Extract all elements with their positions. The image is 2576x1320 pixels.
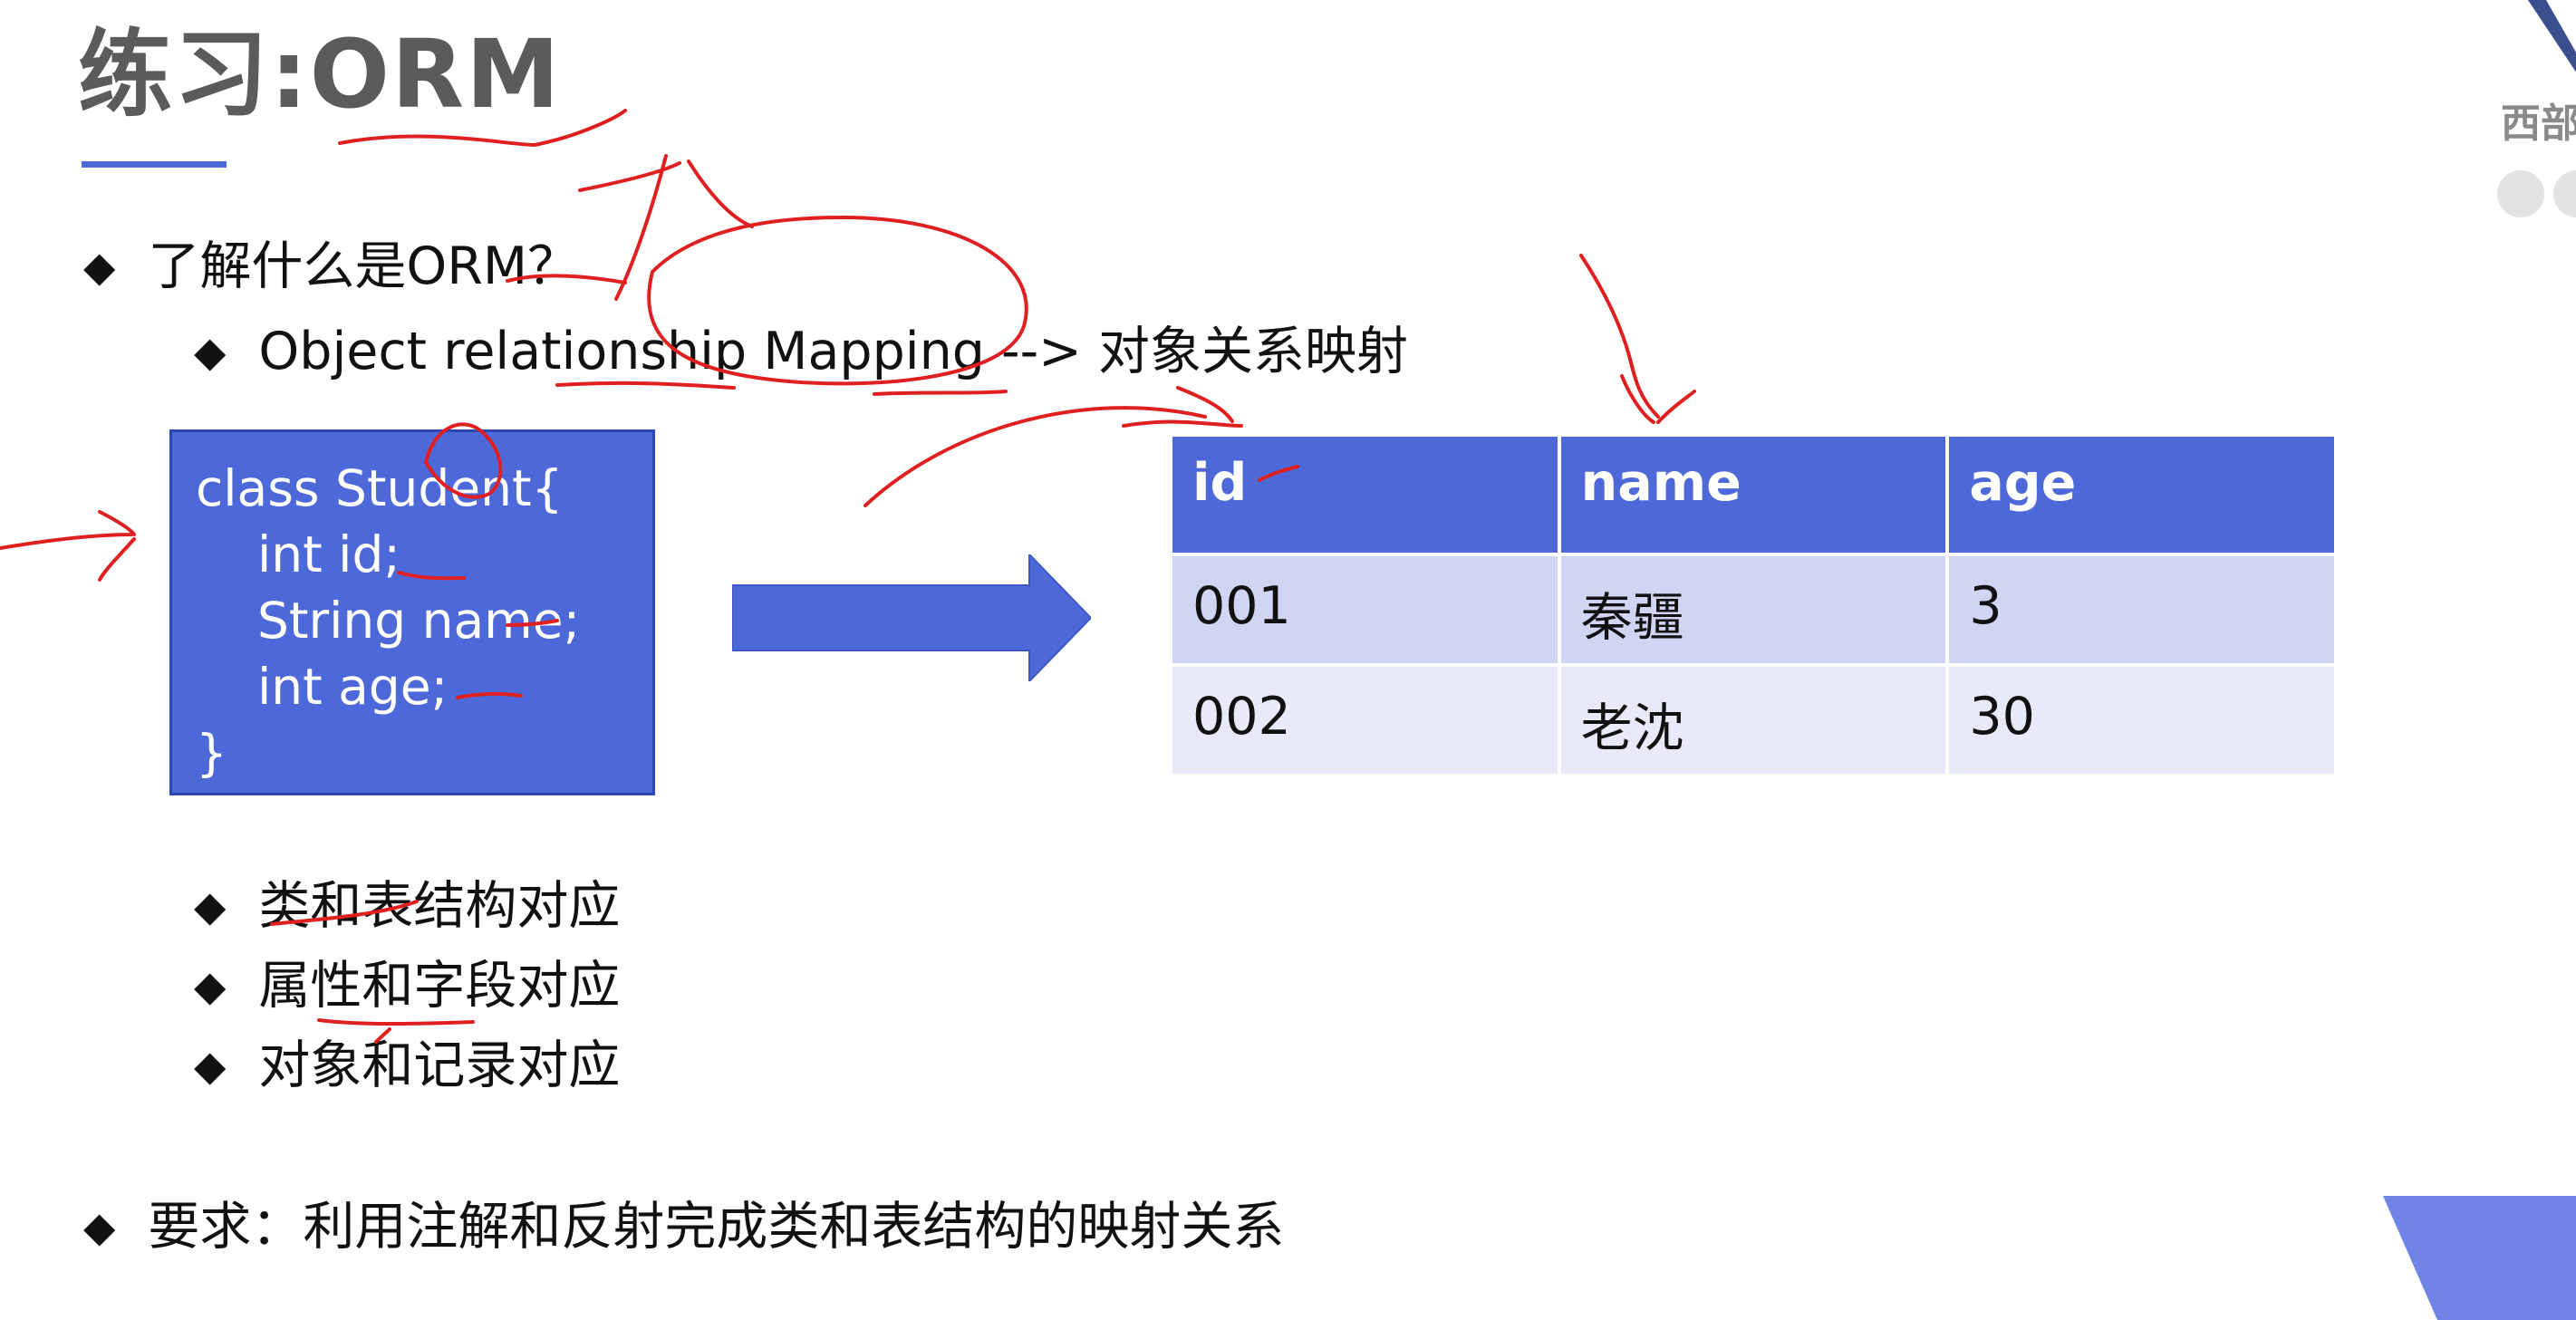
class-code-box: class Student{ int id; String name; int … bbox=[169, 429, 655, 795]
bullet-class-table: ◆ 类和表结构对应 bbox=[194, 870, 620, 942]
bullet-text: Object relationship Mapping --> 对象关系映射 bbox=[258, 322, 1409, 381]
table-cell: 30 bbox=[1949, 667, 2334, 774]
table-row: 002 老沈 30 bbox=[1172, 667, 2334, 774]
diamond-bullet-icon: ◆ bbox=[194, 961, 227, 1010]
table-cell: 3 bbox=[1949, 556, 2334, 663]
bullet-text: 属性和字段对应 bbox=[258, 956, 621, 1016]
nav-dot-icon bbox=[2497, 170, 2544, 217]
table-header-cell: id bbox=[1172, 437, 1558, 553]
annotation-stroke bbox=[0, 510, 136, 582]
bullet-definition: ◆ Object relationship Mapping --> 对象关系映射 bbox=[194, 315, 1408, 388]
bullet-text: 对象和记录对应 bbox=[258, 1036, 621, 1095]
annotation-stroke bbox=[1579, 254, 1696, 424]
table-cell: 002 bbox=[1172, 667, 1558, 774]
diamond-bullet-icon: ◆ bbox=[194, 1041, 227, 1090]
diamond-bullet-icon: ◆ bbox=[194, 882, 227, 930]
logo-mark-icon bbox=[2528, 0, 2576, 72]
code-line: class Student{ bbox=[196, 459, 564, 517]
bullet-text: 了解什么是ORM？ bbox=[148, 236, 580, 296]
mapping-arrow-icon bbox=[732, 554, 1091, 681]
diamond-bullet-icon: ◆ bbox=[83, 1202, 116, 1251]
mapping-table: id name age 001 秦疆 3 002 老沈 30 bbox=[1169, 433, 2338, 777]
bullet-attribute-field: ◆ 属性和字段对应 bbox=[194, 949, 620, 1022]
table-cell: 秦疆 bbox=[1560, 556, 1946, 663]
table-header-cell: name bbox=[1560, 437, 1946, 553]
slide-title: 练习:ORM bbox=[78, 19, 562, 130]
annotation-stroke bbox=[578, 154, 754, 301]
table-cell: 001 bbox=[1172, 556, 1558, 663]
bullet-text: 类和表结构对应 bbox=[258, 876, 621, 936]
bullet-what-is-orm: ◆ 了解什么是ORM？ bbox=[83, 230, 579, 303]
code-line: int id; bbox=[257, 525, 400, 583]
bullet-text: 要求：利用注解和反射完成类和表结构的映射关系 bbox=[148, 1197, 1285, 1257]
logo-text: 西部 bbox=[2501, 101, 2576, 147]
code-line: int age; bbox=[257, 658, 449, 716]
bullet-requirement: ◆ 要求：利用注解和反射完成类和表结构的映射关系 bbox=[83, 1190, 1284, 1263]
table-cell: 老沈 bbox=[1560, 667, 1946, 774]
diamond-bullet-icon: ◆ bbox=[83, 242, 116, 291]
nav-dot-icon bbox=[2553, 170, 2576, 217]
corner-decoration-icon bbox=[2383, 1196, 2576, 1320]
table-row: 001 秦疆 3 bbox=[1172, 556, 2334, 663]
title-underline bbox=[82, 161, 227, 168]
diamond-bullet-icon: ◆ bbox=[194, 327, 227, 376]
table-header-cell: age bbox=[1949, 437, 2334, 553]
bullet-object-record: ◆ 对象和记录对应 bbox=[194, 1029, 620, 1102]
annotation-stroke bbox=[873, 390, 1008, 396]
table-header-row: id name age bbox=[1172, 437, 2334, 553]
code-line: String name; bbox=[257, 592, 581, 650]
code-line: } bbox=[196, 724, 227, 782]
